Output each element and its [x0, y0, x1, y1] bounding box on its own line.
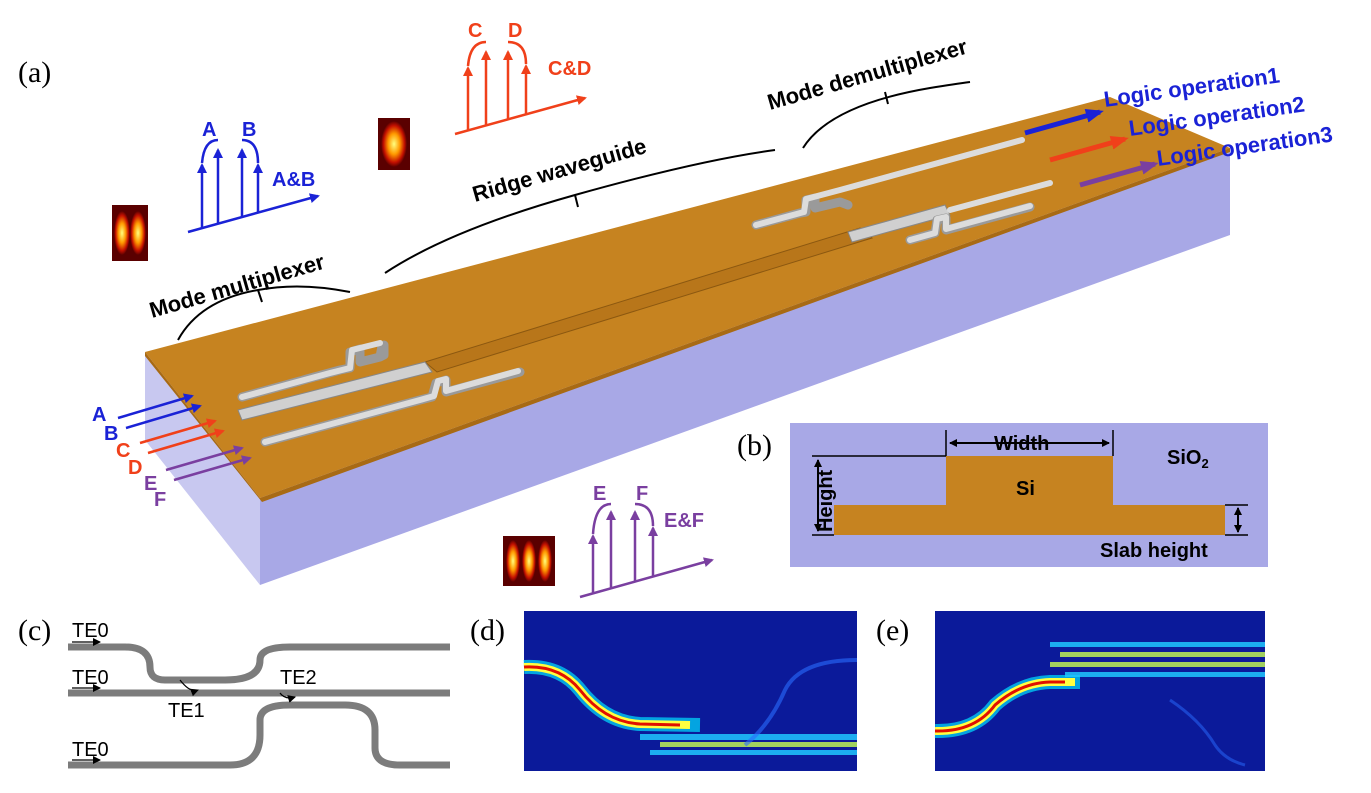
- field-plot-e: [934, 611, 1265, 771]
- substrate-side: [260, 148, 1230, 585]
- signal-cd-diagram: [454, 40, 587, 136]
- mux-brace: [177, 285, 351, 341]
- slab-height-label: Slab height: [1100, 540, 1208, 562]
- ridge-label: Ridge waveguide: [469, 133, 649, 207]
- te0-bot-label: TE0: [72, 739, 109, 761]
- demux-brace: [802, 81, 971, 149]
- field-plot-d: [523, 611, 858, 771]
- input-label-a: A: [92, 404, 106, 426]
- ridge-waveguide: [423, 227, 874, 373]
- output-arrow-2: [1049, 136, 1129, 163]
- signal-ab-label: A&B: [272, 169, 315, 191]
- height-label: Height: [815, 469, 837, 532]
- signal-ef-diagram: [579, 502, 714, 599]
- demux-brace-tick: [884, 91, 889, 105]
- demultiplexer-waveguides: [751, 137, 1053, 245]
- signal-c-label: C: [468, 20, 482, 42]
- multiplexer-waveguides: [237, 340, 525, 447]
- signal-ef-label: E&F: [664, 510, 704, 532]
- width-label: Width: [994, 433, 1049, 455]
- te2-label: TE2: [280, 667, 317, 689]
- te0-mid-label: TE0: [72, 667, 109, 689]
- panel-c-label: (c): [18, 614, 51, 647]
- coupler-waveguides: [68, 643, 450, 769]
- te1-label: TE1: [168, 700, 205, 722]
- te0-top-label: TE0: [72, 620, 109, 642]
- output-arrow-3: [1079, 161, 1159, 188]
- panel-d-label: (d): [470, 614, 505, 647]
- mode-profile-te0: [378, 118, 410, 170]
- signal-d-label: D: [508, 20, 522, 42]
- panel-e-label: (e): [876, 614, 909, 647]
- signal-ab-diagram: [187, 138, 320, 234]
- input-label-d: D: [128, 457, 142, 479]
- cross-section-core: [834, 456, 1225, 535]
- mode-profile-te2: [503, 536, 555, 586]
- input-label-f: F: [154, 489, 166, 511]
- mux-brace-tick: [257, 289, 263, 303]
- input-arrows: [117, 393, 252, 482]
- input-label-c: C: [116, 440, 130, 462]
- panel-b-label: (b): [737, 429, 772, 462]
- input-label-b: B: [104, 423, 118, 445]
- panel-a-label: (a): [18, 56, 51, 89]
- cladding-label: SiO2: [1167, 447, 1209, 471]
- mode-profile-te1: [112, 205, 148, 261]
- ridge-brace-tick: [574, 194, 579, 208]
- coupler-arrows: [72, 638, 296, 764]
- signal-e-label: E: [593, 483, 606, 505]
- signal-f-label: F: [636, 483, 648, 505]
- core-label: Si: [1016, 478, 1035, 500]
- signal-b-label: B: [242, 119, 256, 141]
- output-arrow-1: [1024, 109, 1104, 136]
- substrate-front: [145, 352, 260, 585]
- input-label-e: E: [144, 473, 157, 495]
- signal-cd-label: C&D: [548, 58, 591, 80]
- signal-a-label: A: [202, 119, 216, 141]
